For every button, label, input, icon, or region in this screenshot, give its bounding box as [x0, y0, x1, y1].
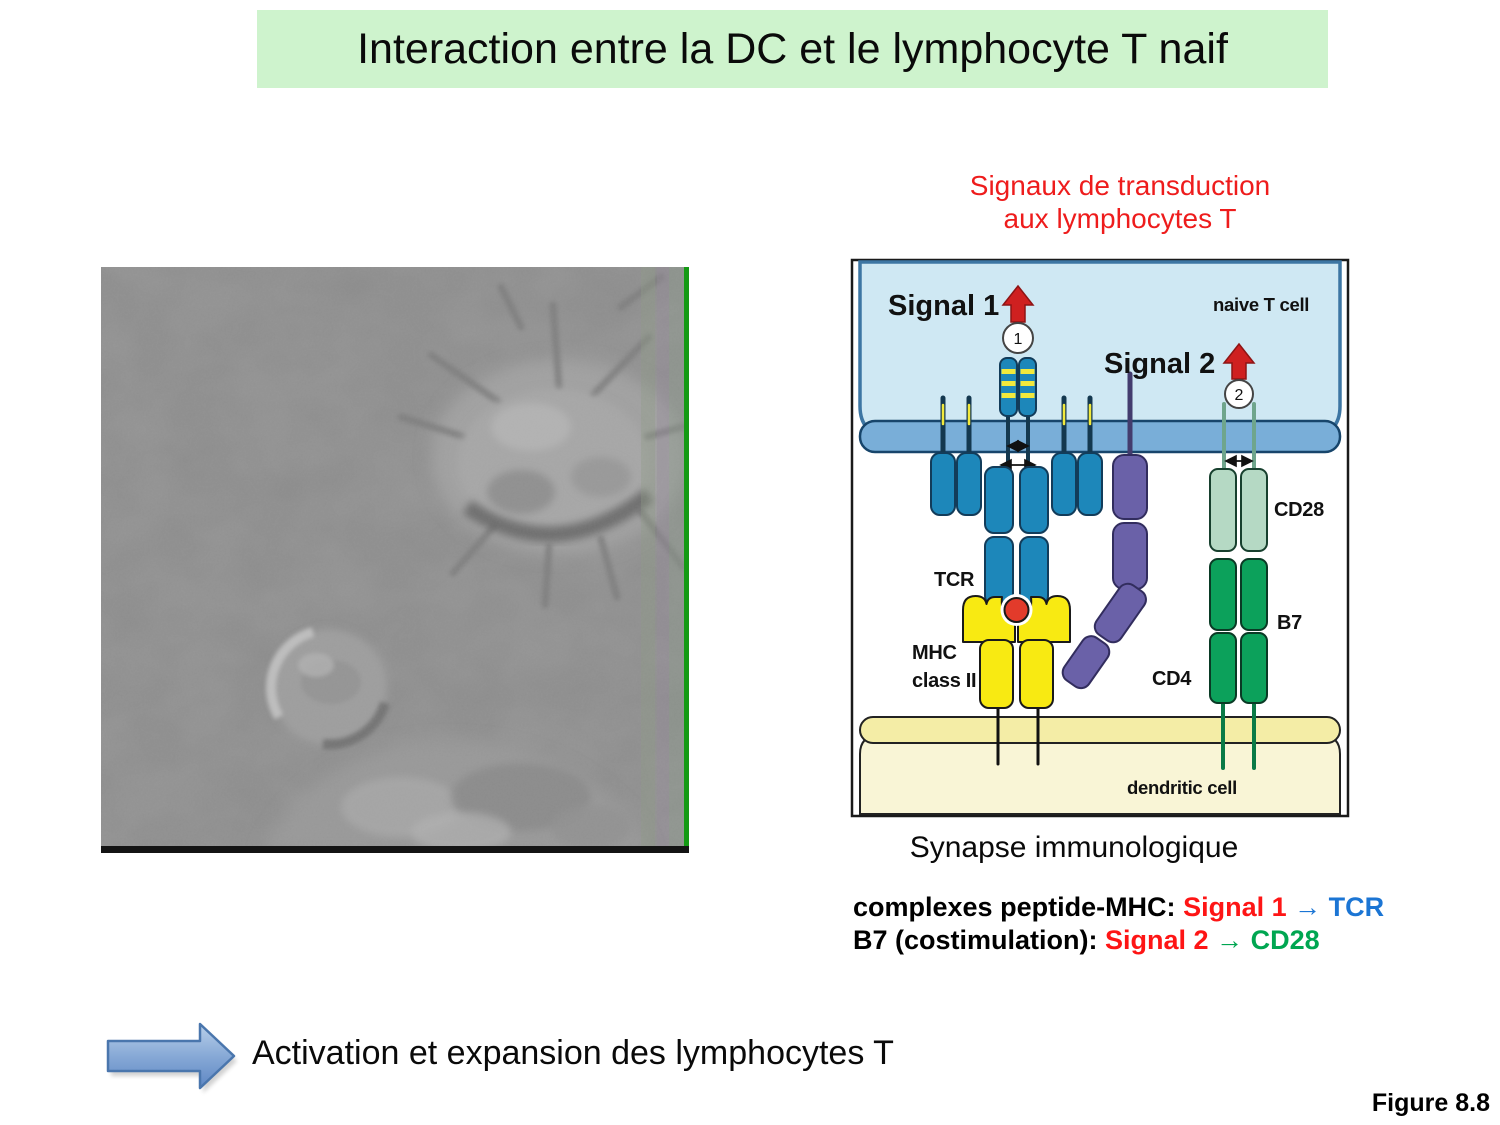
- cd4-label: CD4: [1152, 668, 1192, 690]
- legend1-prefix: complexes peptide-MHC:: [853, 892, 1176, 922]
- activation-arrow: [100, 1015, 245, 1100]
- signal1-label: Signal 1: [888, 290, 999, 322]
- synapse-diagram: 1 2 Signal 1 Signal 2 naive T cell TCR M…: [850, 258, 1350, 818]
- title-banner: Interaction entre la DC et le lymphocyte…: [257, 10, 1328, 88]
- dendritic-cell-membrane: [859, 716, 1341, 744]
- mhc-label-line2: class II: [912, 670, 976, 692]
- legend2-arrow-icon: →: [1216, 925, 1244, 955]
- itam-stripes: [1001, 369, 1035, 398]
- receptor-stalks: [940, 371, 1256, 770]
- spacing-arrows: [999, 439, 1254, 472]
- legend1-arrow-icon: →: [1294, 892, 1322, 922]
- green-edge-line: [684, 267, 689, 853]
- signal1-number: 1: [1014, 331, 1023, 348]
- tcr-label: TCR: [934, 569, 975, 591]
- cd28-label: CD28: [1274, 499, 1324, 521]
- legend2-target: CD28: [1250, 925, 1320, 955]
- transduction-caption-line2: aux lymphocytes T: [1003, 203, 1237, 234]
- block-arrow-icon: [106, 1022, 237, 1093]
- mhc-label-line1: MHC: [912, 642, 957, 664]
- micro-grain: [101, 267, 689, 853]
- signal-legend: complexes peptide-MHC: Signal 1 → TCR B7…: [853, 891, 1384, 957]
- legend1-signal: Signal 1: [1183, 892, 1287, 922]
- legend-line2: B7 (costimulation): Signal 2 → CD28: [853, 924, 1384, 957]
- dendritic-cell-label: dendritic cell: [1127, 777, 1237, 798]
- t-cell-body: [858, 260, 1342, 437]
- t-cell-membrane: [858, 419, 1342, 454]
- transduction-caption-line1: Signaux de transduction: [969, 170, 1271, 201]
- synapse-diagram-svg: 1 2 Signal 1 Signal 2 naive T cell TCR M…: [850, 258, 1350, 818]
- cd28-molecule: [1209, 468, 1268, 552]
- bottom-edge-line: [101, 846, 689, 853]
- microscopy-image: [101, 267, 693, 853]
- b7-molecule: [1209, 558, 1268, 704]
- transduction-caption: Signaux de transduction aux lymphocytes …: [860, 169, 1380, 235]
- legend2-prefix: B7 (costimulation):: [853, 925, 1098, 955]
- figure-label: Figure 8.8: [1371, 1089, 1490, 1117]
- naive-t-cell-label: naive T cell: [1213, 294, 1309, 315]
- legend2-signal: Signal 2: [1105, 925, 1209, 955]
- synapse-caption: Synapse immunologique: [909, 831, 1239, 864]
- peptide-ball: [1003, 597, 1030, 623]
- page-title: Interaction entre la DC et le lymphocyte…: [357, 24, 1228, 73]
- mhc-class-ii: [962, 595, 1071, 709]
- signal2-number: 2: [1235, 387, 1244, 404]
- legend1-target: TCR: [1328, 892, 1385, 922]
- cd4-molecule: [1061, 454, 1148, 690]
- legend-line1: complexes peptide-MHC: Signal 1 → TCR: [853, 891, 1384, 924]
- signal1-circle: [1002, 322, 1034, 354]
- activation-text: Activation et expansion des lymphocytes …: [252, 1034, 894, 1072]
- signal2-label: Signal 2: [1104, 348, 1215, 380]
- b7-label: B7: [1277, 612, 1302, 634]
- signal2-circle: [1224, 379, 1254, 409]
- dendritic-cell-body: [859, 735, 1341, 815]
- microscopy-svg: [101, 267, 693, 853]
